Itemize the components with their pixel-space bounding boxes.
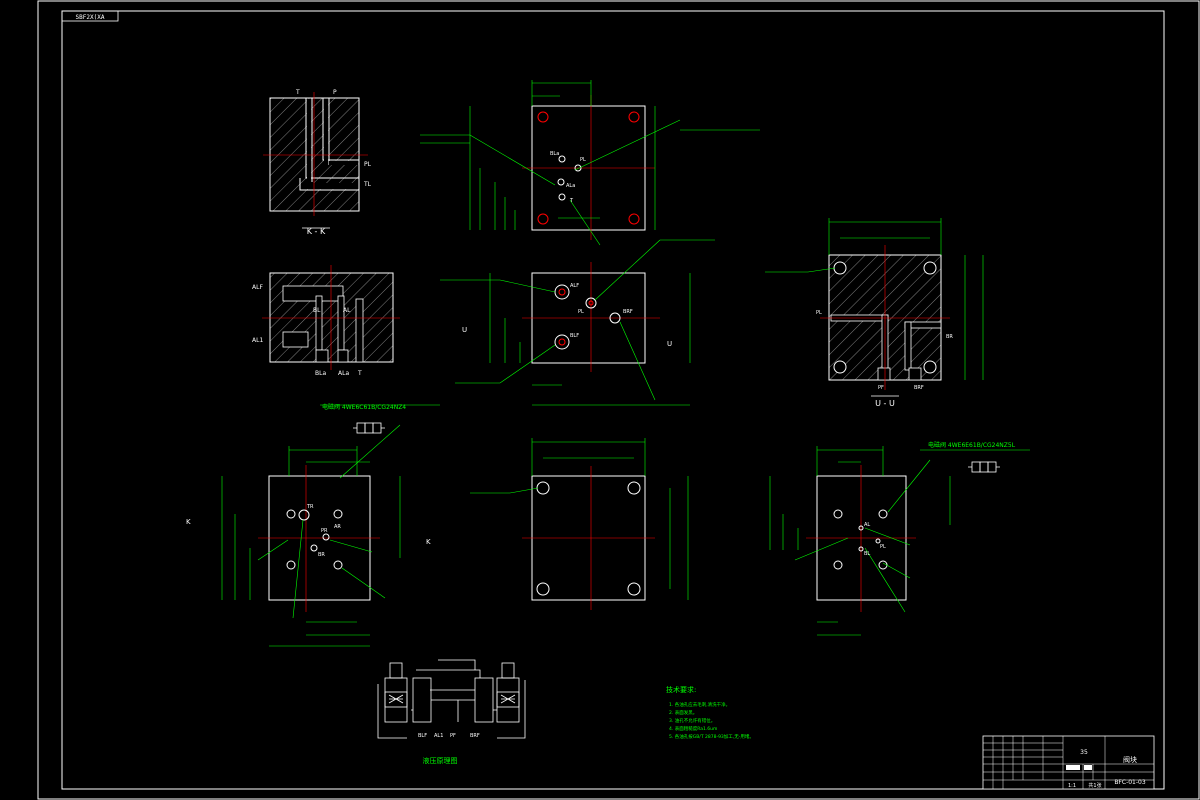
title-block: 35 阀块 1:1 共1张 BFC-01-03 — [982, 735, 1155, 790]
port-al2-label: AL — [864, 522, 870, 528]
title-stamp: SBF2X(XA — [61, 10, 119, 22]
port-tr-label: TR — [306, 504, 314, 510]
outer-border — [37, 0, 1200, 800]
section-uu-label: U - U — [875, 399, 895, 408]
section-k-right-label: K — [426, 538, 431, 546]
port-pl3-label: PL — [578, 309, 584, 315]
valve-symbol-left — [353, 422, 385, 434]
title-drawing-no: BFC-01-03 — [1114, 779, 1146, 786]
tech-req-title: 技术要求: — [666, 685, 696, 694]
port-bla-label: BLa — [315, 370, 326, 377]
port-alf2-label: ALF — [570, 283, 579, 289]
valve-note-left: 电磁阀 4WE6C61B/CG24NZ4 — [322, 403, 406, 411]
port-bl2-label: BL — [864, 551, 870, 557]
port-t-label: T — [295, 89, 300, 96]
port-pl2-label: PL — [580, 157, 586, 163]
port-t3-label: T — [569, 198, 574, 204]
section-u-left-label: U — [462, 326, 467, 334]
section-kk-label: K - K — [307, 227, 326, 236]
tech-req-item-5: 5. 各油孔按GB/T 2878-93加工,无-用堵。 — [669, 733, 754, 740]
section-uu-view: PL BR PF BRF U - U — [765, 218, 984, 408]
tech-req-item-1: 1. 各油孔应去毛刺,清洗干净。 — [669, 701, 730, 708]
bottom-right-view: 电磁阀 4WE6E61B/CG24NZ5L AL PL BL — [769, 441, 1030, 636]
title-scale: 1:1 — [1068, 783, 1076, 789]
schematic-port-blf: BLF — [418, 733, 427, 739]
port-ar-label: AR — [334, 524, 341, 530]
port-al-label: AL — [343, 307, 351, 314]
schematic-ports: BLF AL1 PF BRF — [418, 733, 480, 739]
port-ala2-label: ALa — [566, 183, 575, 189]
section-k-left-label: K — [186, 518, 191, 526]
bottom-center-view — [470, 438, 689, 610]
port-tl-label: TL — [363, 181, 372, 188]
technical-requirements: 技术要求: 1. 各油孔应去毛刺,清洗干净。 2. 表面发黑。 3. 油孔不允许… — [666, 685, 754, 740]
tech-req-item-3: 3. 油孔不允许有错位。 — [669, 717, 715, 724]
port-pl-label: PL — [364, 161, 372, 168]
title-sheet: 共1张 — [1088, 782, 1101, 789]
section-kk-view: T P PL TL K - K — [263, 89, 372, 236]
valve-note-right: 电磁阀 4WE6E61B/CG24NZ5L — [928, 441, 1016, 449]
port-bla2-label: BLa — [550, 151, 559, 157]
top-center-view: BLa ALa PL T — [420, 80, 760, 246]
schematic-port-pf: PF — [450, 733, 456, 739]
port-p-label: P — [333, 89, 337, 96]
tech-req-item-4: 4. 表面粗糙度Ra1.6um — [669, 725, 717, 732]
tech-req-item-2: 2. 表面发黑。 — [669, 709, 697, 716]
title-part-name: 阀块 — [1123, 755, 1137, 764]
port-alf-label: ALF — [252, 284, 263, 291]
hydraulic-schematic: BLF AL1 PF BRF 液压原理图 — [377, 659, 526, 765]
valve-symbol-right — [968, 461, 1000, 473]
schematic-port-brf: BRF — [470, 733, 480, 739]
port-br-label: BR — [946, 334, 953, 340]
port-al1-label: AL1 — [252, 337, 263, 344]
port-brf-label: BRF — [623, 309, 633, 315]
center-middle-view: ALF BLF PL BRF U U — [440, 239, 715, 406]
port-pr-label: PR — [321, 528, 328, 534]
drawing-title: SBF2X(XA — [76, 14, 105, 21]
port-blf-label: BLF — [570, 333, 579, 339]
port-pl5-label: PL — [880, 544, 886, 550]
title-material: 35 — [1080, 749, 1088, 756]
port-ala-label: ALa — [338, 370, 349, 377]
port-pl4-label: PL — [816, 310, 822, 316]
schematic-port-al1: AL1 — [434, 733, 443, 739]
port-brf2-label: BRF — [914, 385, 924, 391]
section-u-right-label: U — [667, 340, 672, 348]
inner-border — [61, 10, 1165, 790]
port-bl-label: BL — [313, 307, 321, 314]
schematic-caption: 液压原理图 — [423, 756, 458, 765]
bottom-left-view: 电磁阀 4WE6C61B/CG24NZ4 TR PR BR AR K K — [186, 403, 440, 647]
port-br2-label: BR — [318, 552, 325, 558]
port-pf-label: PF — [878, 385, 884, 391]
front-view-left: ALF AL1 BL AL BLa ALa T — [252, 265, 400, 377]
port-t2-label: T — [357, 370, 362, 377]
